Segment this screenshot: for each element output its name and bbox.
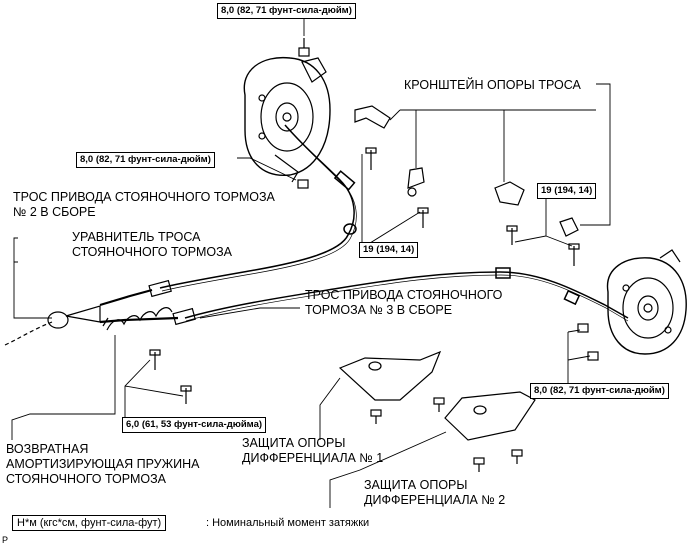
torque-spec-top: 8,0 (82, 71 фунт-сила-дюйм) xyxy=(217,3,356,19)
label-differential-cover-no1: ЗАЩИТА ОПОРЫ ДИФФЕРЕНЦИАЛА № 1 xyxy=(242,436,384,465)
cable-no3 xyxy=(184,267,629,322)
label-equalizer: УРАВНИТЕЛЬ ТРОСА СТОЯНОЧНОГО ТОРМОЗА xyxy=(72,230,232,259)
label-differential-cover-no2: ЗАЩИТА ОПОРЫ ДИФФЕРЕНЦИАЛА № 2 xyxy=(364,478,506,507)
leader-lines xyxy=(11,16,611,508)
torque-spec-mid-right: 19 (194, 14) xyxy=(537,183,597,199)
legend-units-box: Н*м (кгс*см, фунт-сила-фут) xyxy=(12,515,167,531)
label-cable-no3: ТРОС ПРИВОДА СТОЯНОЧНОГО ТОРМОЗА № 3 В С… xyxy=(305,288,503,317)
label-cable-no2: ТРОС ПРИВОДА СТОЯНОЧНОГО ТОРМОЗА № 2 В С… xyxy=(13,190,275,219)
differential-cover-no1 xyxy=(338,350,442,401)
legend-description: : Номинальный момент затяжки xyxy=(206,517,370,529)
right-brake-backing-plate xyxy=(606,249,687,355)
torque-spec-upper-left: 8,0 (82, 71 фунт-сила-дюйм) xyxy=(76,152,215,168)
torque-spec-center: 19 (194, 14) xyxy=(359,242,419,258)
torque-spec-lower-left: 6,0 (61, 53 фунт-сила-дюйма) xyxy=(122,417,267,433)
corner-mark: P xyxy=(2,535,9,545)
left-brake-backing-plate xyxy=(243,56,331,183)
differential-cover-no2 xyxy=(444,391,536,441)
cable-no2 xyxy=(159,124,357,292)
return-spring xyxy=(102,307,173,331)
bolts xyxy=(149,38,599,472)
label-cable-support-bracket: КРОНШТЕЙН ОПОРЫ ТРОСА xyxy=(404,78,581,92)
label-return-spring: ВОЗВРАТНАЯ АМОРТИЗИРУЮЩАЯ ПРУЖИНА СТОЯНО… xyxy=(6,442,200,486)
cable-equalizer xyxy=(4,279,196,346)
torque-spec-lower-right: 8,0 (82, 71 фунт-сила-дюйм) xyxy=(530,383,669,399)
cable-support-brackets xyxy=(354,105,579,237)
